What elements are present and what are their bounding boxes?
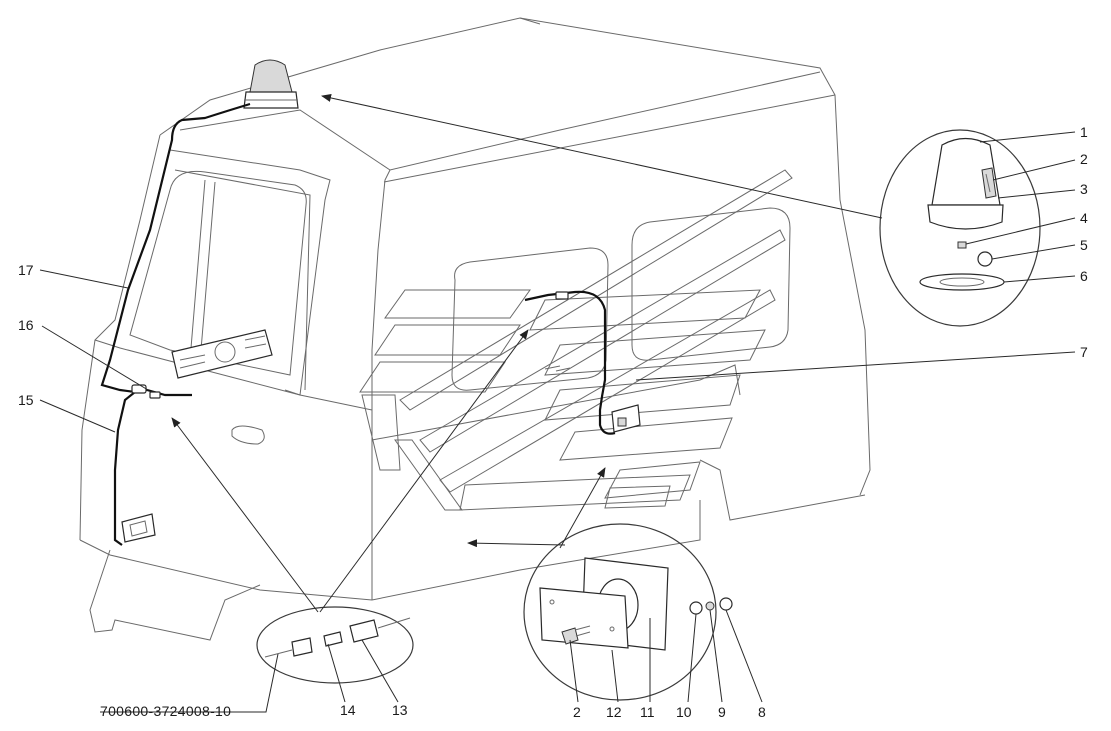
truck-cab-outline [79, 17, 871, 641]
callout-14: 14 [340, 702, 356, 718]
callout-15: 15 [18, 392, 34, 408]
callout-7: 7 [1080, 344, 1088, 360]
callout-labels: 1 2 3 4 5 6 7 2 12 11 10 9 8 14 13 15 16… [18, 124, 1088, 720]
reference-arrows [171, 94, 883, 613]
callout-6: 6 [1080, 268, 1088, 284]
callout-12: 12 [606, 704, 622, 720]
front-switch [121, 513, 156, 543]
wiring-harness [100, 102, 616, 546]
side-lamp [611, 404, 641, 433]
callout-2: 2 [1080, 151, 1088, 167]
detail-connectors [256, 606, 414, 684]
drawing-code: 700600-3724008-10 [100, 703, 231, 719]
roof-beacon [243, 59, 299, 109]
callout-17: 17 [18, 262, 34, 278]
callout-4: 4 [1080, 210, 1088, 226]
detail-lamp-assembly [523, 523, 733, 701]
callout-1: 1 [1080, 124, 1088, 140]
callout-11: 11 [640, 704, 655, 720]
callout-13: 13 [392, 702, 408, 718]
callout-2-lamp: 2 [573, 704, 581, 720]
callout-9: 9 [718, 704, 726, 720]
callout-3: 3 [1080, 181, 1088, 197]
callout-8: 8 [758, 704, 766, 720]
leader-lines [39, 131, 1076, 713]
callout-5: 5 [1080, 237, 1088, 253]
callout-10: 10 [676, 704, 692, 720]
detail-beacon-assembly [879, 129, 1041, 327]
control-panel-dash [171, 329, 273, 379]
callout-16: 16 [18, 317, 34, 333]
